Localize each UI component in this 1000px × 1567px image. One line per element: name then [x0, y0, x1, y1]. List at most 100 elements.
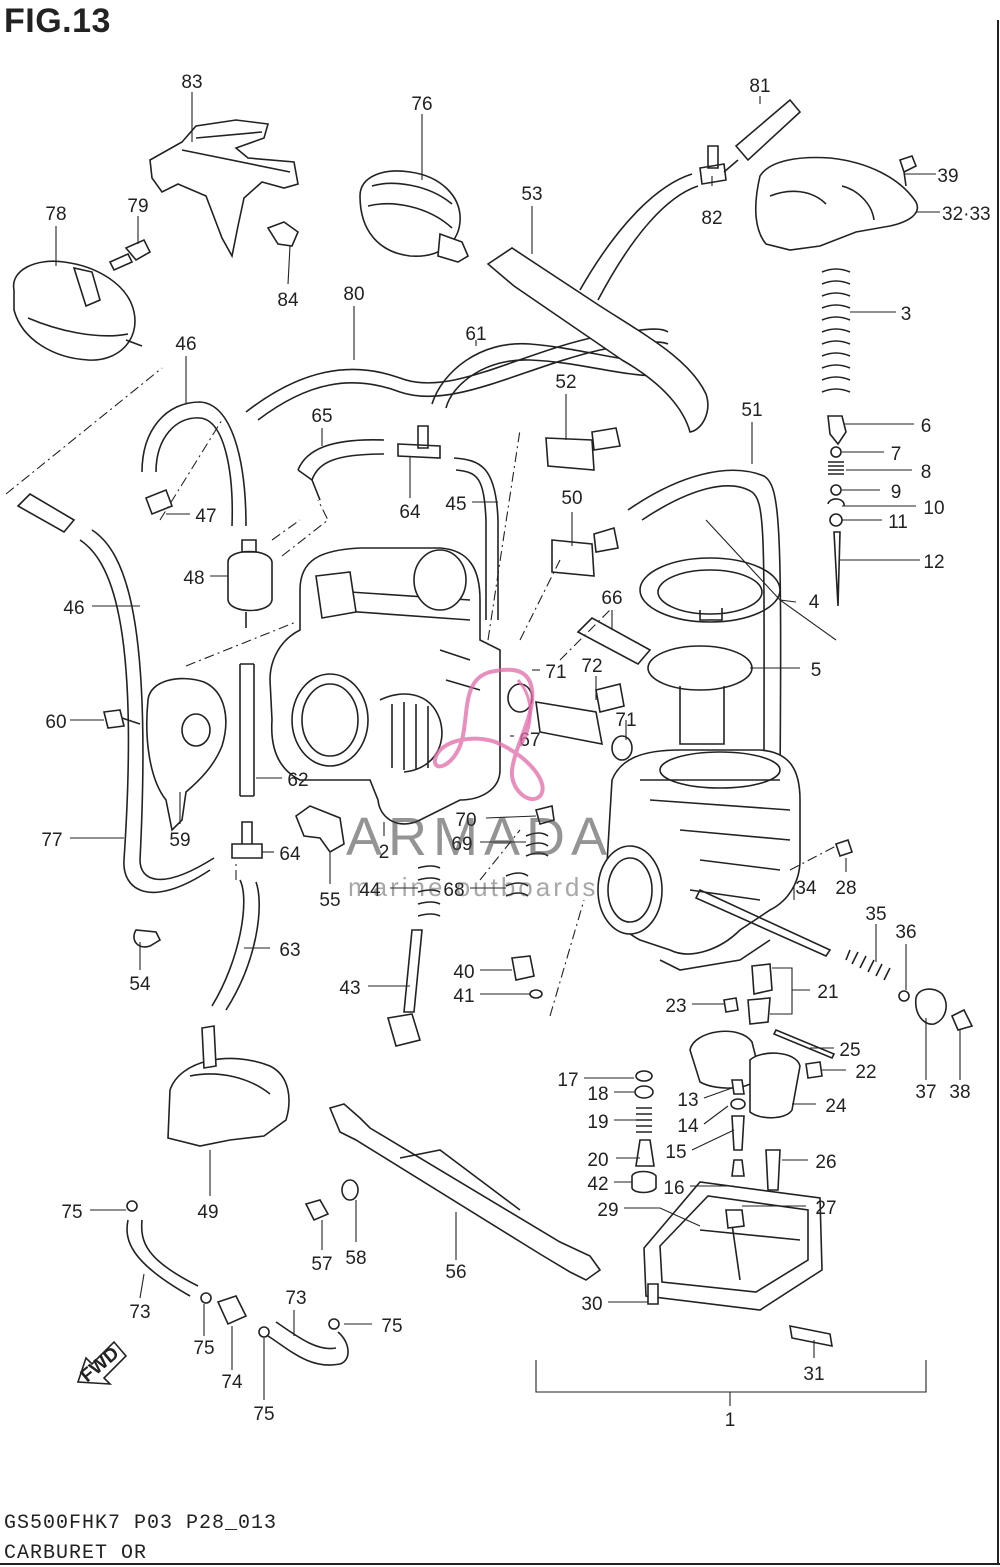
callout-label: 65	[311, 406, 332, 427]
figure-title: FIG.13	[4, 2, 111, 40]
callout-label: 2	[379, 842, 390, 863]
callout-label: 69	[451, 834, 472, 855]
pair-valve	[167, 1025, 290, 1147]
callout-label: 82	[701, 208, 722, 229]
fuel-filter	[359, 170, 470, 263]
callout-label: 66	[601, 588, 622, 609]
callout-label: 45	[445, 494, 466, 515]
callout-label: 21	[817, 982, 838, 1003]
diaphragm-piston	[639, 557, 781, 623]
callout-label: 25	[839, 1040, 860, 1061]
callout-label: 76	[411, 94, 432, 115]
callout-label: 31	[803, 1364, 824, 1385]
callout-label: 52	[555, 372, 576, 393]
callout-label: 60	[45, 712, 66, 733]
callout-label: 20	[587, 1150, 608, 1171]
callout-label: 64	[279, 844, 301, 865]
parts-artwork	[12, 98, 974, 1385]
callout-label: 29	[597, 1200, 618, 1221]
carburetor-body-right	[597, 749, 801, 971]
centerlines	[5, 367, 837, 1017]
callout-label: 53	[521, 184, 542, 205]
callout-label: 32·33	[942, 204, 991, 225]
callout-leader-lines	[55, 92, 961, 1406]
throttle-spring	[821, 268, 851, 393]
callout-label: 71	[545, 662, 566, 683]
callout-label: 40	[453, 962, 474, 983]
callout-label: 48	[183, 568, 204, 589]
callout-label: 28	[835, 878, 856, 899]
float-bowl	[643, 1181, 823, 1311]
callout-label: 18	[587, 1084, 608, 1105]
page-border-right	[997, 20, 999, 1565]
callout-label: 8	[921, 462, 932, 483]
callout-label: 62	[287, 770, 308, 791]
callout-label: 84	[277, 290, 299, 311]
callout-label: 23	[665, 996, 686, 1017]
callout-label: 16	[663, 1178, 684, 1199]
callout-label: 5	[811, 660, 822, 681]
callout-label: 22	[855, 1062, 876, 1083]
callout-label: 71	[615, 710, 636, 731]
callout-label: 35	[865, 904, 886, 925]
callout-label: 75	[381, 1316, 402, 1337]
callout-label: 73	[129, 1302, 150, 1323]
callout-label: 27	[815, 1198, 836, 1219]
callout-label: 12	[923, 552, 944, 573]
callout-label: 74	[221, 1372, 243, 1393]
callout-label: 43	[339, 978, 360, 999]
callout-label: 39	[937, 166, 958, 187]
callout-label: 44	[359, 880, 381, 901]
callout-label: 67	[519, 730, 540, 751]
callout-label: 14	[677, 1116, 699, 1137]
callout-label: 42	[587, 1174, 608, 1195]
callout-label: 9	[891, 482, 902, 503]
callout-label: 61	[465, 324, 486, 345]
footer-section-name: CARBURET OR	[4, 1542, 148, 1565]
callout-label: 4	[809, 592, 820, 613]
callout-label: 51	[741, 400, 762, 421]
float	[689, 1030, 801, 1119]
callout-label: 47	[195, 506, 216, 527]
vacuum-piston	[647, 645, 753, 745]
callout-label: 30	[581, 1294, 602, 1315]
callout-label: 7	[891, 444, 902, 465]
callout-label: 73	[285, 1288, 306, 1309]
page-border-bottom	[0, 1563, 1000, 1565]
callout-label: 11	[888, 512, 908, 533]
callout-label: 75	[61, 1202, 82, 1223]
callout-label: 26	[815, 1152, 836, 1173]
callout-label: 72	[581, 656, 602, 677]
callout-label: 46	[175, 334, 196, 355]
callout-label: 75	[253, 1404, 274, 1425]
callout-label: 3	[901, 304, 912, 325]
callout-label: 54	[129, 974, 151, 995]
callout-labels: 83 76 81 78 79 84 53 82 39 32·33 80 61 3…	[41, 72, 990, 1431]
callout-label: 63	[279, 940, 300, 961]
fuel-pump	[227, 539, 273, 628]
carb-top-cover	[754, 155, 919, 251]
callout-label: 55	[319, 890, 340, 911]
callout-label: 6	[921, 416, 932, 437]
callout-label: 56	[445, 1262, 466, 1283]
callout-label: 13	[677, 1090, 698, 1111]
callout-label: 80	[343, 284, 364, 305]
callout-label: 46	[63, 598, 84, 619]
callout-label: 58	[345, 1248, 366, 1269]
callout-label: 24	[825, 1096, 847, 1117]
callout-label: 78	[45, 204, 66, 225]
callout-label: 41	[453, 986, 474, 1007]
callout-label: 36	[895, 922, 916, 943]
fwd-arrow-icon	[76, 1340, 128, 1385]
callout-label: 15	[665, 1142, 686, 1163]
callout-label: 83	[181, 72, 202, 93]
callout-label: 79	[127, 196, 148, 217]
callout-label: 77	[41, 830, 62, 851]
callout-label: 38	[949, 1082, 970, 1103]
callout-label: 10	[923, 498, 944, 519]
callout-label: 34	[795, 878, 817, 899]
callout-label: 57	[311, 1254, 332, 1275]
callout-label: 59	[169, 830, 190, 851]
callout-label: 17	[557, 1070, 578, 1091]
